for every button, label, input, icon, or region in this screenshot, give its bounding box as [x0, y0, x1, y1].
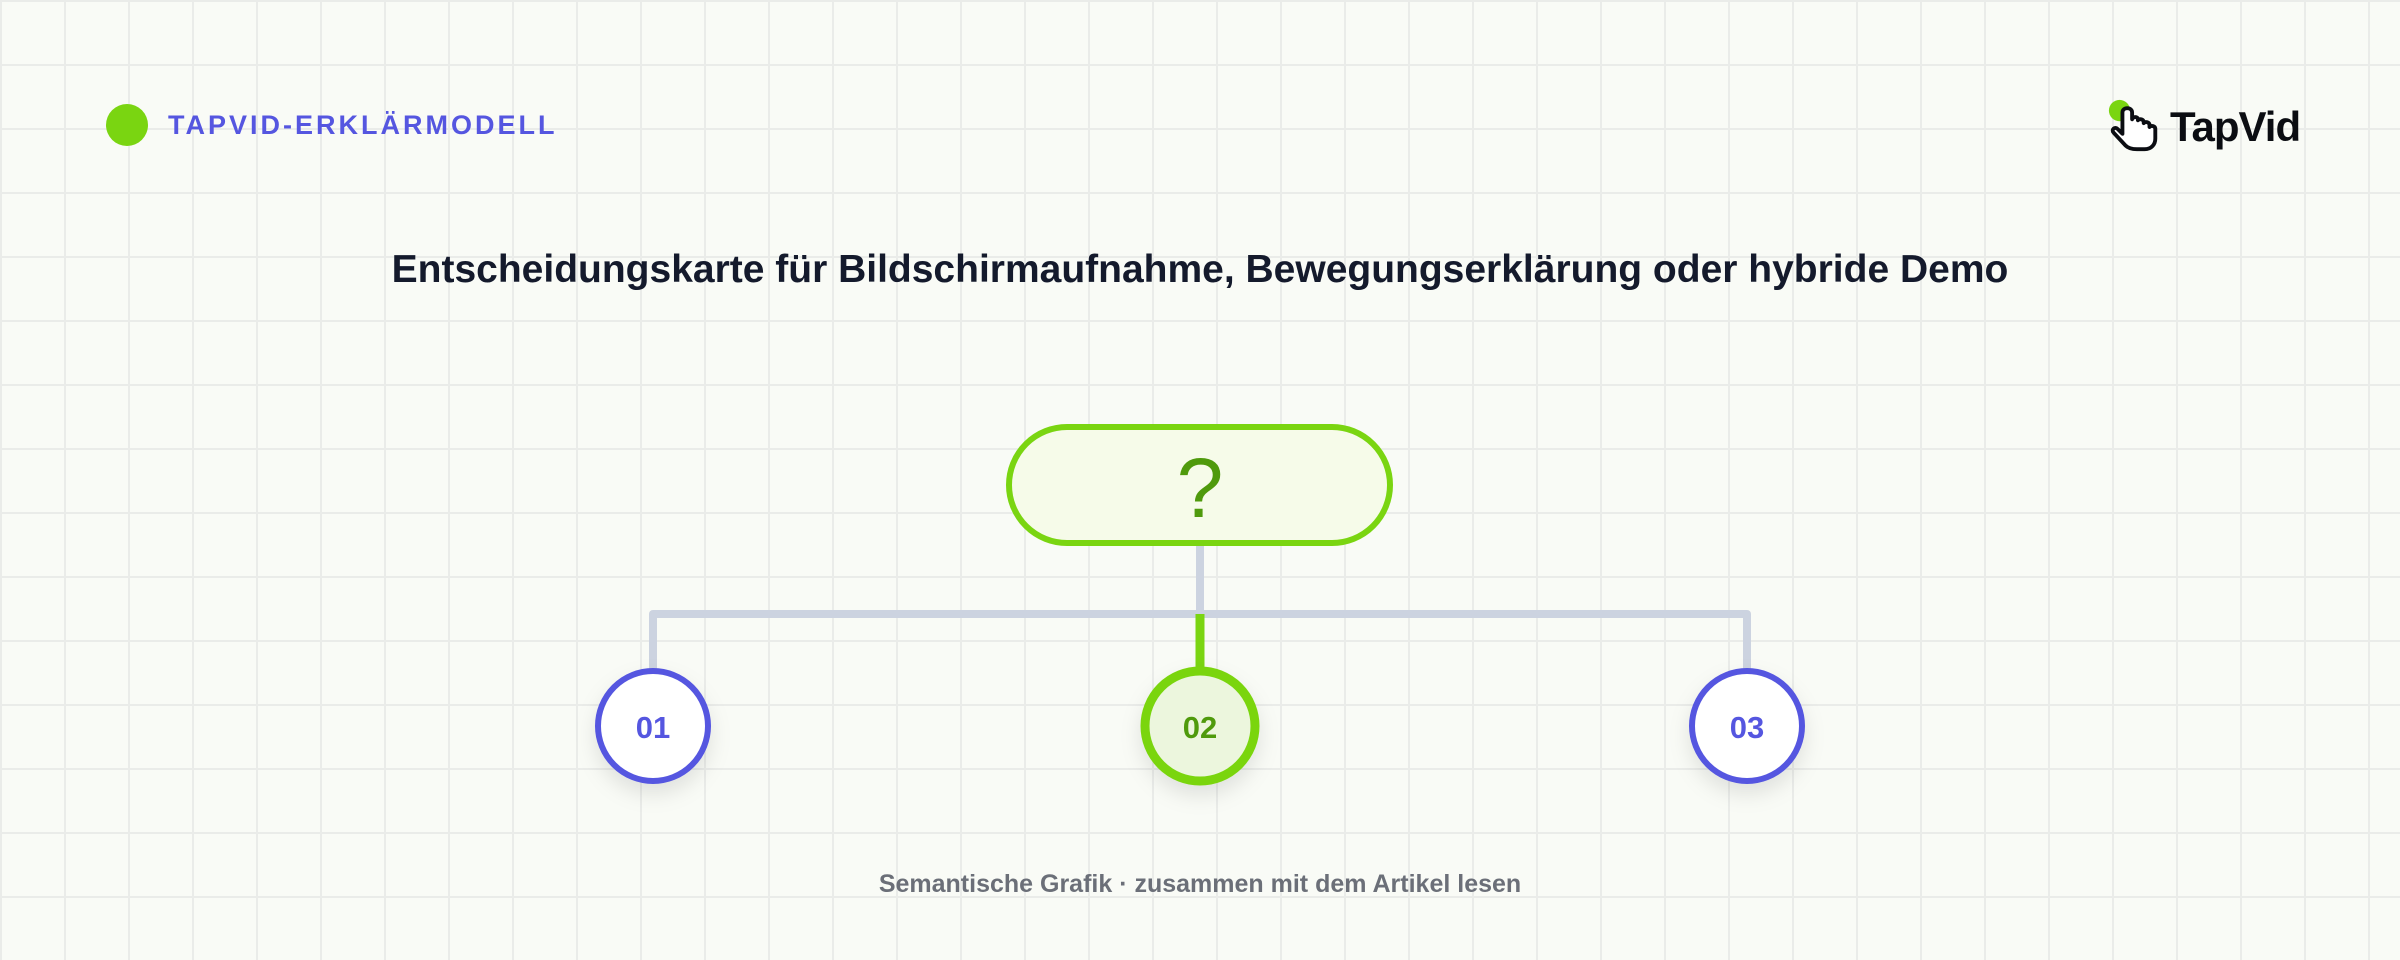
- logo-text: TapVid: [2170, 103, 2301, 150]
- option-label-03: 03: [1730, 710, 1764, 745]
- option-node-01[interactable]: [595, 668, 711, 784]
- footer-note: Semantische Grafik · zusammen mit dem Ar…: [878, 870, 1522, 898]
- option-node-03[interactable]: [1689, 668, 1805, 784]
- brand-tag-label: TAPVID-ERKLÄRMODELL: [168, 109, 558, 140]
- decision-root-label: ?: [1177, 441, 1224, 535]
- option-node-02[interactable]: [1140, 666, 1260, 786]
- option-label-01: 01: [636, 710, 670, 745]
- page-title: Entscheidungskarte für Bildschirmaufnahm…: [391, 248, 2009, 291]
- green-dot-icon: [106, 104, 148, 146]
- tap-hand-icon: [2108, 99, 2158, 152]
- decision-root-node: [1006, 424, 1393, 546]
- option-label-02: 02: [1183, 710, 1217, 745]
- tapvid-logo[interactable]: TapVid: [2106, 98, 2301, 156]
- brand-tag: TAPVID-ERKLÄRMODELL: [106, 104, 557, 146]
